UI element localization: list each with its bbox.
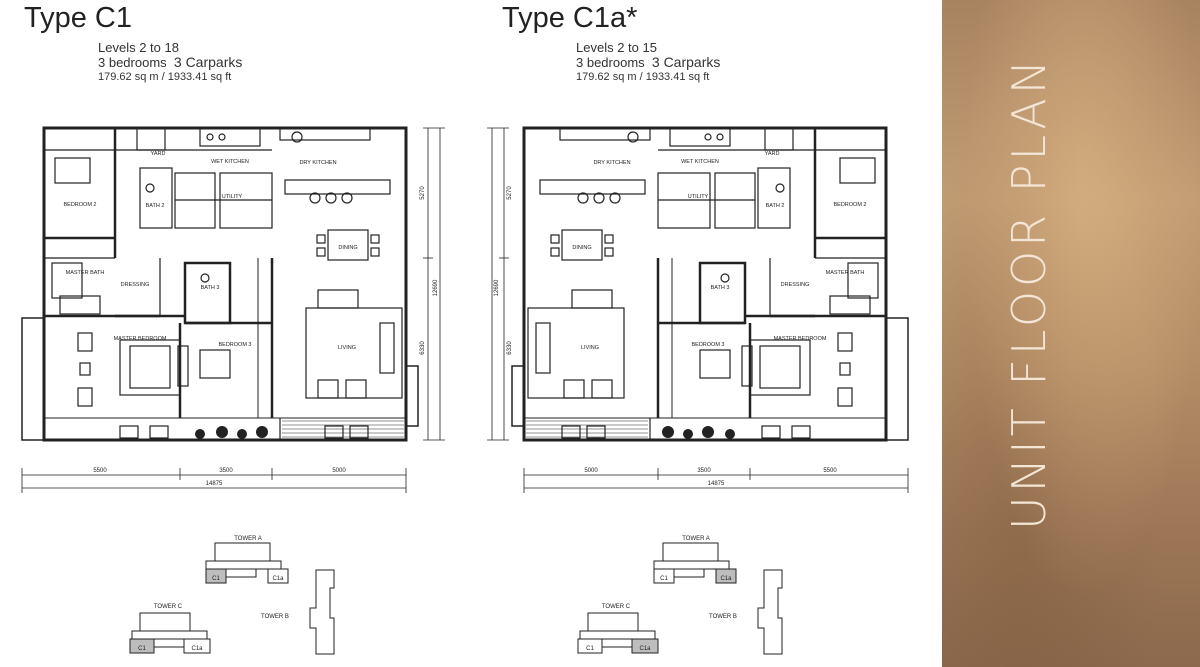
key-unit-c1a-c: C1a: [191, 646, 203, 652]
key-plan-c1: TOWER A C1 C1a TOWER B TOWER C C1 C1a: [129, 536, 335, 655]
room-dressing: DRESSING: [781, 282, 810, 288]
plan-carparks: 3 Carparks: [173, 54, 243, 70]
key-tower-b: TOWER B: [709, 614, 737, 620]
plan-type-title: Type C1: [24, 2, 132, 34]
key-unit-c1a: C1a: [272, 576, 284, 582]
room-dressing: DRESSING: [121, 282, 150, 288]
plan-bedrooms: 3 bedrooms: [98, 55, 167, 70]
plan-bedrooms-carparks: 3 bedrooms 3 Carparks: [576, 54, 721, 71]
key-tower-b: TOWER B: [261, 614, 289, 620]
room-living: LIVING: [581, 345, 599, 351]
key-unit-c1: C1: [660, 576, 668, 582]
floor-plan-c1a: 5000 3500 5500 14875 5270 6330 12690 WET…: [487, 126, 909, 493]
dim-height-2: 6330: [420, 341, 426, 355]
key-tower-a: TOWER A: [234, 536, 262, 542]
room-bedroom-2: BEDROOM 2: [63, 202, 96, 208]
key-unit-c1-c: C1: [138, 646, 146, 652]
plan-info: Levels 2 to 18 3 bedrooms 3 Carparks 179…: [98, 40, 242, 85]
room-master-bedroom: MASTER BEDROOM: [774, 336, 827, 342]
dim-width-1: 5000: [584, 468, 598, 474]
room-bedroom-2: BEDROOM 2: [833, 202, 866, 208]
key-tower-a: TOWER A: [682, 536, 710, 542]
room-master-bath: MASTER BATH: [826, 270, 865, 276]
sidebar-title: UNIT FLOOR PLAN: [1002, 55, 1056, 530]
room-master-bath: MASTER BATH: [66, 270, 105, 276]
room-living: LIVING: [338, 345, 356, 351]
dim-width-3: 5000: [332, 468, 346, 474]
plan-bedrooms-carparks: 3 bedrooms 3 Carparks: [98, 54, 243, 71]
key-unit-c1a-c: C1a: [639, 646, 651, 652]
floor-plan-c1: 5500 3500 5000 14875 5270 6330 12690 WET…: [21, 126, 445, 493]
room-bath-3: BATH 3: [711, 285, 730, 291]
room-dry-kitchen: DRY KITCHEN: [299, 160, 336, 166]
room-yard: YARD: [765, 151, 780, 157]
dim-width-3: 5500: [823, 468, 837, 474]
plan-levels: Levels 2 to 15: [576, 40, 657, 55]
plan-carparks: 3 Carparks: [651, 54, 721, 70]
sidebar-panel: [942, 0, 1200, 667]
room-wet-kitchen: WET KITCHEN: [211, 159, 249, 165]
room-wet-kitchen: WET KITCHEN: [681, 159, 719, 165]
room-bath-2: BATH 2: [146, 203, 165, 209]
key-tower-c: TOWER C: [602, 604, 631, 610]
room-bedroom-3: BEDROOM 3: [691, 342, 724, 348]
dim-total-height: 12690: [433, 279, 439, 296]
plan-type-title: Type C1a*: [502, 2, 638, 34]
key-unit-c1a: C1a: [720, 576, 732, 582]
dim-width-2: 3500: [219, 468, 233, 474]
dim-height-1: 5270: [507, 186, 513, 200]
key-unit-c1: C1: [212, 576, 220, 582]
plan-area: 179.62 sq m / 1933.41 sq ft: [576, 71, 710, 83]
dim-total-width: 14875: [708, 481, 725, 487]
plan-info: Levels 2 to 15 3 bedrooms 3 Carparks 179…: [576, 40, 720, 85]
dim-width-1: 5500: [93, 468, 107, 474]
room-dry-kitchen: DRY KITCHEN: [593, 160, 630, 166]
dim-total-height: 12690: [494, 279, 500, 296]
dim-width-2: 3500: [697, 468, 711, 474]
room-utility: UTILITY: [222, 194, 243, 200]
room-dining: DINING: [572, 245, 591, 251]
room-bath-3: BATH 3: [201, 285, 220, 291]
sidebar-title-wrap: UNIT FLOOR PLAN: [942, 0, 1200, 667]
dim-total-width: 14875: [206, 481, 223, 487]
key-tower-c: TOWER C: [154, 604, 183, 610]
room-bath-2: BATH 2: [766, 203, 785, 209]
room-utility: UTILITY: [688, 194, 709, 200]
dim-height-2: 6330: [507, 341, 513, 355]
room-yard: YARD: [151, 151, 166, 157]
plan-bedrooms: 3 bedrooms: [576, 55, 645, 70]
key-plan-c1a: TOWER A C1 C1a TOWER B TOWER C C1 C1a: [577, 536, 783, 655]
plan-area: 179.62 sq m / 1933.41 sq ft: [98, 71, 232, 83]
room-bedroom-3: BEDROOM 3: [218, 342, 251, 348]
room-master-bedroom: MASTER BEDROOM: [114, 336, 167, 342]
key-unit-c1-c: C1: [586, 646, 594, 652]
room-dining: DINING: [338, 245, 357, 251]
dim-height-1: 5270: [420, 186, 426, 200]
plan-levels: Levels 2 to 18: [98, 40, 179, 55]
